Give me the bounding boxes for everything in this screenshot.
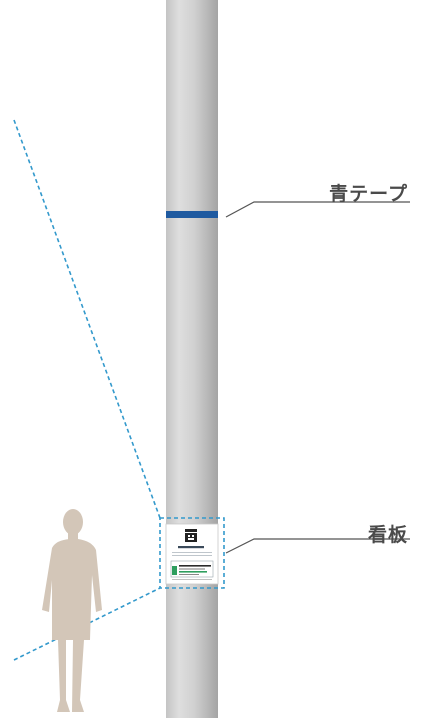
tape-leader-line: [225, 201, 410, 218]
sign-logo-icon: [185, 529, 197, 542]
sign-board: [165, 523, 219, 585]
sight-line-upper: [13, 119, 161, 519]
blue-tape-band: [166, 211, 218, 218]
sight-line-lower: [13, 587, 161, 661]
sign-label: 看板: [367, 524, 408, 546]
utility-pole: [166, 0, 218, 718]
sign-leader-line: [225, 538, 410, 554]
person-silhouette-icon: [42, 509, 102, 712]
blue-tape-label: 青テープ: [329, 183, 408, 205]
sign-highlight-frame: [159, 517, 225, 589]
